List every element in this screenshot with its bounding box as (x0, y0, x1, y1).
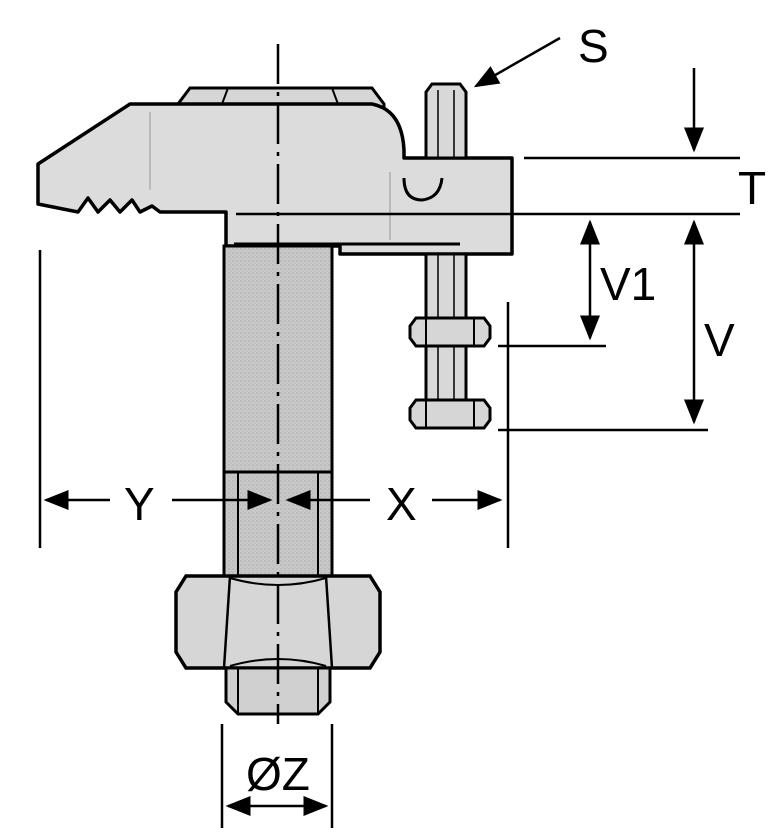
bolt-tip (224, 666, 332, 716)
label-s: S (578, 20, 609, 72)
label-v: V (704, 314, 735, 366)
label-t: T (738, 162, 766, 214)
label-y: Y (124, 478, 155, 530)
label-v1: V1 (600, 258, 656, 310)
dimension-lines (38, 36, 740, 828)
label-x: X (386, 478, 417, 530)
lock-nut-lower (408, 398, 492, 430)
label-oz: ØZ (246, 748, 310, 800)
set-screw (424, 82, 468, 426)
clamp-body (36, 102, 514, 256)
lock-nut-upper (408, 316, 492, 348)
